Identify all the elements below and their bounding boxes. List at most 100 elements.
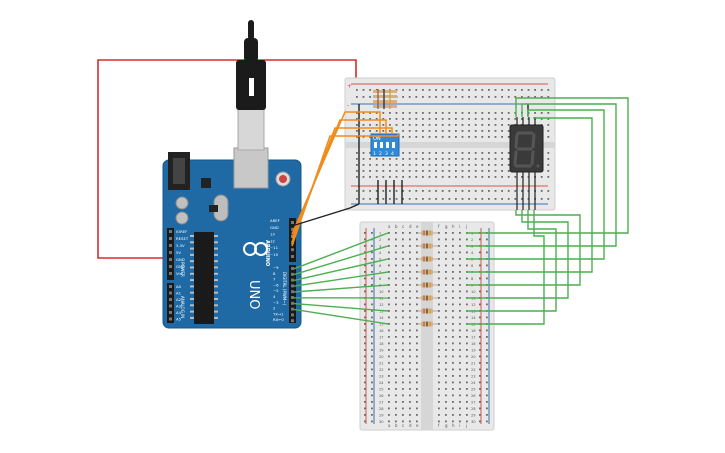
hole [452, 388, 454, 390]
column-letter: j [465, 423, 467, 428]
hole [507, 130, 510, 132]
column-letter: g [445, 224, 448, 229]
hole [388, 323, 390, 325]
chip-pin [214, 272, 218, 275]
dip-toggle-1[interactable] [374, 142, 377, 148]
hole [395, 264, 397, 267]
usb-port [233, 147, 269, 189]
hole [527, 89, 530, 91]
wire-5v-red[interactable] [97, 59, 357, 259]
rail-hole [364, 303, 366, 306]
wire-green[interactable] [293, 308, 389, 325]
rail-hole [479, 336, 481, 338]
wire-green[interactable] [293, 302, 389, 312]
hole [422, 96, 424, 98]
hole [521, 190, 523, 192]
wire-green[interactable] [293, 284, 389, 293]
hole [521, 198, 523, 200]
rail-hole [364, 284, 366, 286]
hole [494, 96, 497, 98]
chip-pin [190, 266, 194, 269]
dip-toggle-2[interactable] [380, 142, 383, 148]
wire-green[interactable] [293, 245, 389, 276]
hole [369, 176, 371, 178]
hole [402, 401, 404, 403]
row-number-left: 27 [379, 401, 384, 405]
rail-hole [364, 245, 366, 247]
column-letter: a [388, 423, 391, 428]
row-number-left: 28 [379, 407, 384, 411]
rail-hole [364, 388, 366, 390]
wire-green[interactable] [466, 117, 593, 273]
wire-gnd-black[interactable] [291, 203, 360, 227]
wires-orange[interactable] [291, 111, 399, 247]
wire-green[interactable] [466, 97, 629, 234]
pin-label: AREF [270, 218, 280, 223]
hole [402, 152, 404, 154]
row-number-left: 24 [379, 381, 384, 385]
hole [448, 89, 451, 91]
hole [455, 118, 457, 120]
hole [445, 414, 447, 416]
chip-pin [190, 247, 194, 250]
header-pin [291, 227, 294, 231]
dip-toggle-4[interactable] [392, 142, 395, 148]
wire-green[interactable] [466, 210, 557, 312]
rail-hole [479, 342, 481, 345]
hole [402, 124, 404, 126]
hole [461, 164, 464, 166]
hole [488, 112, 490, 114]
hole [448, 152, 451, 154]
hole [369, 112, 371, 114]
hole [356, 89, 358, 91]
hole [452, 401, 454, 403]
chip-pin [214, 285, 218, 288]
hole [395, 349, 397, 351]
hole [455, 176, 457, 178]
dip-pos-1: 1 [373, 151, 376, 157]
hole [452, 407, 454, 410]
hole [416, 407, 418, 410]
hole [369, 136, 371, 138]
hole [445, 407, 447, 410]
hole [388, 238, 390, 241]
arduino-uno[interactable]: ARDUINO UNO DIGITAL (PWM~) POWER ANALOG … [162, 147, 302, 329]
rail-hole [479, 362, 481, 364]
hole [488, 136, 490, 138]
row-number-left: 8 [379, 277, 382, 281]
chip-pin [190, 272, 194, 275]
wire-green[interactable] [466, 210, 545, 325]
hole [474, 176, 477, 178]
wire-green[interactable] [293, 232, 389, 270]
hole [445, 420, 447, 423]
rail-hole [364, 362, 366, 364]
wire-green[interactable] [466, 210, 569, 299]
wire-green[interactable] [466, 109, 605, 260]
wires-green[interactable] [293, 97, 629, 325]
dip-toggle-3[interactable] [386, 142, 389, 148]
dip-switch[interactable]: ON 1 2 3 4 [370, 133, 400, 157]
hole [435, 158, 437, 160]
hole [507, 89, 510, 91]
wire-green[interactable] [293, 258, 389, 282]
rail-hole [479, 394, 481, 397]
header-pin [169, 244, 172, 247]
hole [438, 375, 440, 377]
header-pin [169, 291, 172, 295]
wire-green[interactable] [293, 271, 389, 287]
hole [438, 388, 440, 390]
column-letter: g [445, 423, 448, 428]
wire-green[interactable] [466, 103, 617, 247]
hole [501, 198, 503, 200]
hole [445, 290, 447, 293]
hole [507, 124, 510, 126]
hole [362, 130, 365, 132]
hole [459, 323, 461, 325]
wire-green[interactable] [466, 210, 581, 286]
hole [481, 164, 484, 166]
hole [422, 152, 424, 154]
chip-pin [190, 316, 194, 319]
pin-label: A4 [176, 310, 182, 315]
hole [415, 190, 418, 192]
hole [408, 96, 411, 98]
